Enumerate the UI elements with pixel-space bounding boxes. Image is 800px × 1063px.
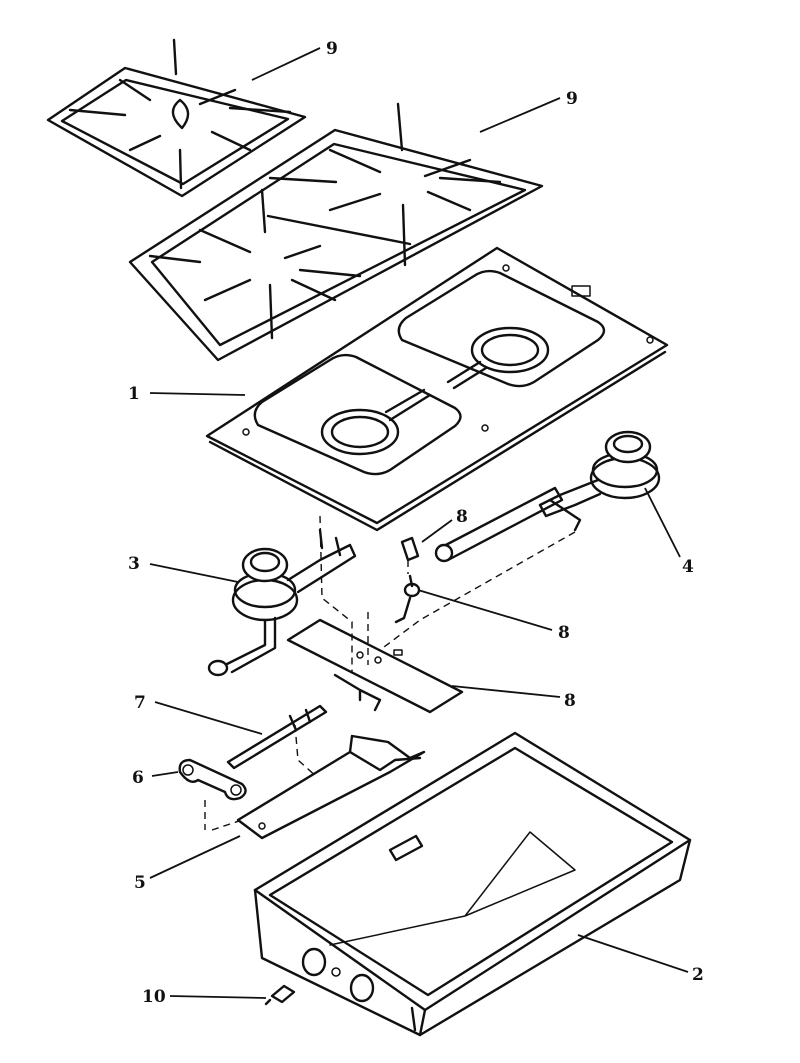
callout-9-single-grate: 9 bbox=[326, 39, 338, 59]
igniter-electrode bbox=[394, 574, 421, 624]
callout-7: 7 bbox=[134, 693, 146, 713]
igniter-clip bbox=[400, 536, 420, 562]
callout-2: 2 bbox=[692, 965, 704, 985]
thermocouple-rod bbox=[226, 704, 328, 770]
left-burner bbox=[207, 528, 357, 677]
callout-9-double-grate: 9 bbox=[566, 89, 578, 109]
callout-10: 10 bbox=[142, 987, 166, 1007]
control-mounting-plate bbox=[236, 734, 426, 840]
cooktop-panel bbox=[205, 246, 669, 532]
right-burner bbox=[434, 430, 661, 563]
callout-5: 5 bbox=[134, 873, 146, 893]
burner-box-tray bbox=[253, 731, 692, 1037]
callout-8-clip: 8 bbox=[456, 507, 468, 527]
orifice-screw bbox=[264, 984, 296, 1006]
callout-1: 1 bbox=[128, 384, 140, 404]
alignment-lines bbox=[204, 515, 576, 831]
callout-8-bracket: 8 bbox=[564, 691, 576, 711]
mounting-bracket bbox=[178, 758, 247, 801]
single-burner-grate bbox=[46, 38, 307, 198]
callout-6: 6 bbox=[132, 768, 144, 788]
double-burner-grate bbox=[128, 102, 544, 362]
callout-3: 3 bbox=[128, 554, 140, 574]
leader-lines bbox=[149, 47, 689, 999]
manifold-bracket bbox=[286, 618, 464, 714]
callout-labels: 9 9 1 3 4 8 8 8 7 6 5 2 10 bbox=[128, 39, 704, 1007]
callout-4: 4 bbox=[682, 557, 694, 577]
callout-8-electrode: 8 bbox=[558, 623, 570, 643]
